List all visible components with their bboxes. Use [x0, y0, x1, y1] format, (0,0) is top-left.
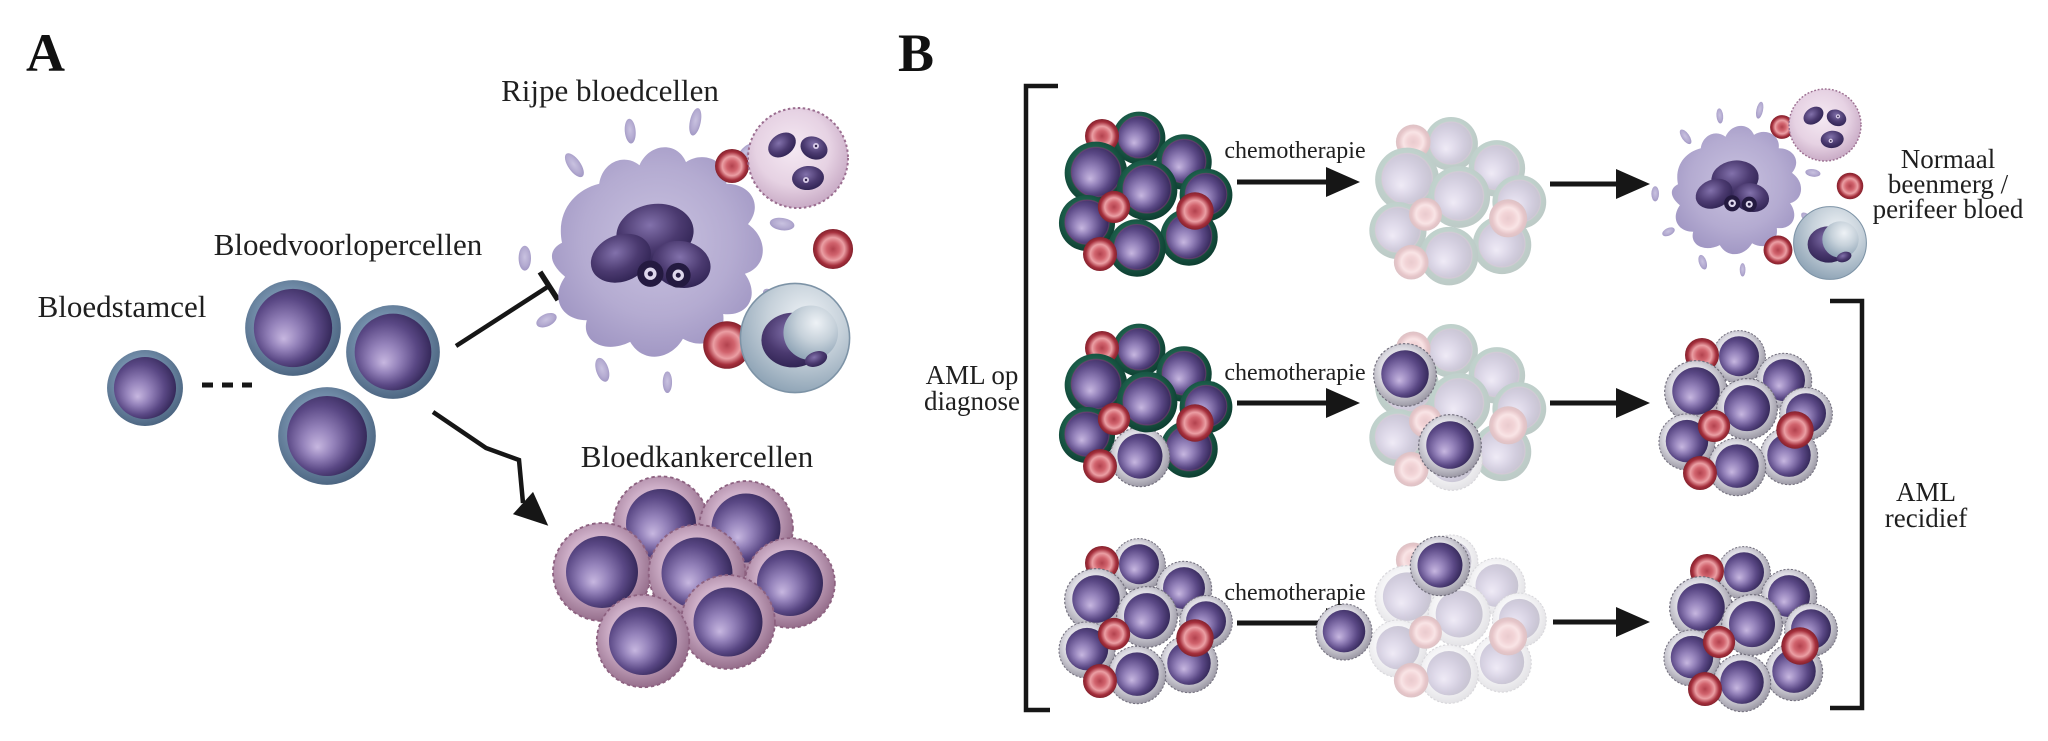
panel-a-letter: A	[26, 23, 65, 83]
chemotherapy-label-row2: chemotherapie	[1224, 360, 1366, 386]
relapse-label-line1: AML	[1896, 477, 1956, 507]
relapse-bracket-label: AML recidief	[1884, 477, 1968, 533]
aml-cluster-row1	[1059, 112, 1232, 277]
normal-marrow-label-line2: beenmerg /	[1887, 169, 2009, 199]
progenitor-cells-label: Bloedvoorlopercellen	[213, 227, 483, 262]
dying-cluster-row1	[1369, 117, 1546, 285]
blocked-differentiation-inhibition-connector	[454, 270, 561, 348]
chemo-arrow-row1	[1237, 167, 1360, 197]
chemotherapy-label-row1: chemotherapie	[1224, 138, 1366, 164]
relapse-cluster-row3	[1664, 547, 1837, 712]
normal-marrow-label-line1: Normaal	[1900, 144, 1996, 174]
normal-marrow-label: Normaal beenmerg / perifeer bloed	[1872, 144, 2024, 224]
outcome-arrow-row3	[1553, 607, 1650, 637]
diagnosis-bracket	[1023, 83, 1058, 713]
chemo-arrow-row3	[1237, 608, 1360, 638]
outcome-arrow-row1	[1550, 169, 1650, 199]
outcome-arrow-row2	[1550, 388, 1650, 418]
stem-cell-illustration	[107, 350, 183, 426]
panel-b-letter: B	[898, 23, 935, 83]
aml-cluster-row3	[1059, 539, 1232, 704]
normal-marrow-label-line3: perifeer bloed	[1872, 194, 2024, 224]
chemotherapy-label-row3: chemotherapie	[1224, 580, 1366, 606]
leukemic-transformation-zigzag-arrow	[431, 410, 559, 537]
leukemia-cells-illustration	[552, 475, 836, 689]
relapse-cluster-row2	[1659, 331, 1832, 496]
progenitor-cells-illustration	[245, 280, 440, 485]
relapse-label-line2: recidief	[1884, 503, 1968, 533]
leukemia-cells-label: Bloedkankercellen	[580, 439, 814, 474]
relapse-bracket	[1830, 298, 1865, 711]
mature-blood-cells-label: Rijpe bloedcellen	[501, 73, 719, 108]
diagnosis-bracket-label: AML op diagnose	[924, 360, 1020, 416]
mature-blood-cells-illustration	[518, 107, 854, 394]
diagnosis-label-line1: AML op	[925, 360, 1019, 390]
stem-cell-label: Bloedstamcel	[37, 289, 207, 324]
dying-cluster-row2-with-resistant-cells	[1369, 324, 1546, 490]
normal-marrow-illustration	[1651, 88, 1867, 280]
aml-cluster-row2	[1059, 324, 1232, 487]
chemo-arrow-row2	[1237, 388, 1360, 418]
diagnosis-label-line2: diagnose	[924, 386, 1020, 416]
dying-cluster-row3-with-resistant-cells	[1315, 535, 1546, 703]
